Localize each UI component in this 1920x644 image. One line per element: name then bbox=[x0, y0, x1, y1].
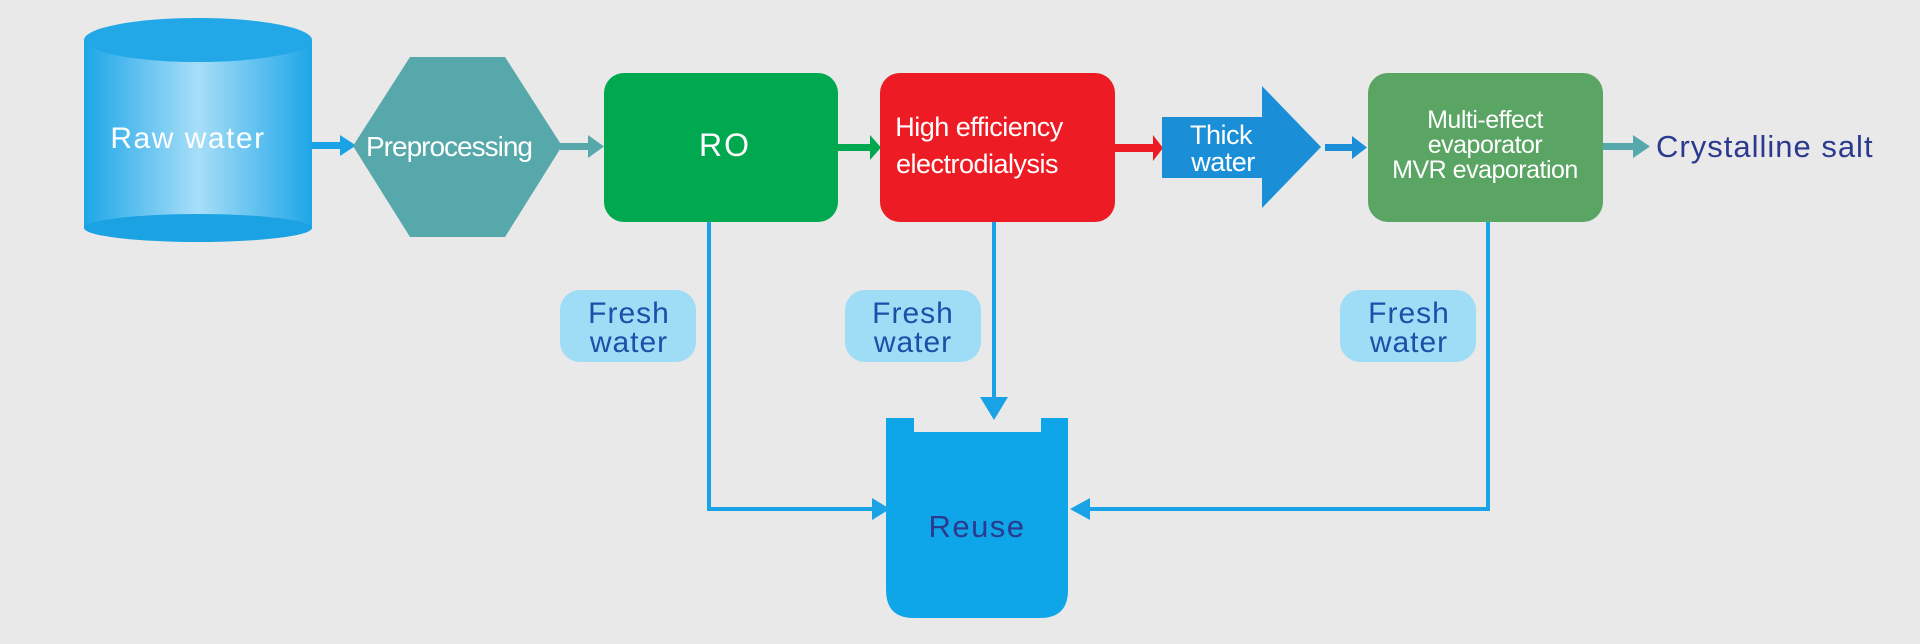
pipe-evaporator-to-reuse bbox=[1088, 222, 1490, 511]
reuse-tank: Reuse bbox=[886, 418, 1068, 618]
evaporator-label-line1: Multi-effect bbox=[1427, 106, 1543, 134]
fresh-water-tag: Fresh water bbox=[845, 290, 981, 362]
thick-water-label-line2: water bbox=[1190, 147, 1255, 177]
fresh-water-tag-line2: water bbox=[1369, 326, 1448, 359]
reuse-label: Reuse bbox=[928, 509, 1025, 544]
electrodialysis-label-line2: electrodialysis bbox=[896, 149, 1058, 179]
thick-water-label-line1: Thick bbox=[1190, 120, 1253, 150]
arrow-ro-to-electrodialysis bbox=[838, 135, 881, 160]
fresh-water-tag-line1: Fresh bbox=[1368, 297, 1450, 330]
fresh-water-pipes bbox=[707, 222, 1490, 520]
arrow-evaporator-to-salt bbox=[1603, 135, 1650, 158]
pipe-ro-to-reuse bbox=[707, 222, 880, 511]
electrodialysis-unit: High efficiency electrodialysis bbox=[880, 73, 1115, 222]
raw-water-label: Raw water bbox=[110, 122, 265, 155]
arrow-thick-water-to-evaporator bbox=[1325, 136, 1367, 159]
ro-unit: RO bbox=[604, 73, 838, 222]
evaporator-label-line3: MVR evaporation bbox=[1392, 156, 1578, 184]
preprocessing-label: Preprocessing bbox=[366, 131, 532, 162]
fresh-water-tag-line1: Fresh bbox=[588, 297, 670, 330]
crystalline-salt-label: Crystalline salt bbox=[1656, 129, 1874, 164]
evaporator-unit: Multi-effect evaporator MVR evaporation bbox=[1368, 73, 1603, 222]
raw-water-tank: Raw water bbox=[84, 18, 312, 242]
fresh-water-tag-line2: water bbox=[589, 326, 668, 359]
ro-label: RO bbox=[699, 127, 751, 163]
thick-water-arrow: Thick water bbox=[1162, 86, 1321, 208]
fresh-water-tag: Fresh water bbox=[560, 290, 696, 362]
arrow-electrodialysis-to-thick-water bbox=[1115, 135, 1163, 161]
fresh-water-tag-line1: Fresh bbox=[872, 297, 954, 330]
fresh-water-tag-line2: water bbox=[873, 326, 952, 359]
arrow-preprocessing-to-ro bbox=[560, 135, 604, 158]
electrodialysis-label-line1: High efficiency bbox=[895, 112, 1064, 142]
arrow-raw-to-preprocessing bbox=[312, 135, 356, 156]
fresh-water-tag: Fresh water bbox=[1340, 290, 1476, 362]
evaporator-label-line2: evaporator bbox=[1428, 131, 1543, 159]
preprocessing-hexagon: Preprocessing bbox=[353, 57, 562, 237]
